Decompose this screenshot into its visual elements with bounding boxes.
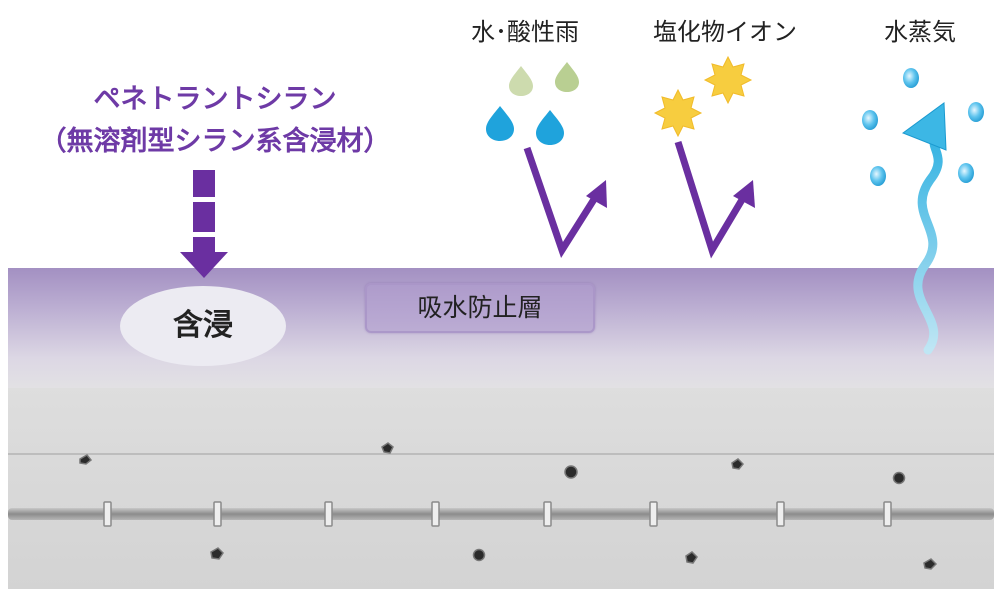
water-drop-icon: [486, 62, 579, 145]
hazard-label-chloride: 塩化物イオン: [653, 18, 797, 46]
layer-label: 吸水防止層: [365, 283, 595, 333]
vapor-droplets: [862, 68, 984, 186]
chloride-deflect-arrowhead: [733, 180, 755, 208]
hazard-label-vapor: 水蒸気: [884, 18, 956, 46]
water-deflect-arrow: [523, 146, 601, 259]
hazard-label-water: 水･酸性雨: [471, 18, 579, 46]
impregnation-label: 含浸: [120, 286, 286, 366]
product-name: ペネトラントシラン: [93, 84, 337, 115]
water-deflect-arrowhead: [586, 180, 607, 208]
vapor-arrowhead: [901, 102, 947, 151]
chloride-deflect-arrow: [674, 140, 750, 259]
product-type: （無溶剤型シラン系含浸材）: [39, 126, 391, 157]
penetrant-arrow: [180, 170, 228, 278]
rebar: [8, 501, 994, 527]
vapor-icon: [913, 135, 943, 355]
aggregate-stones: [79, 442, 938, 570]
chloride-star-icon: [653, 55, 753, 138]
